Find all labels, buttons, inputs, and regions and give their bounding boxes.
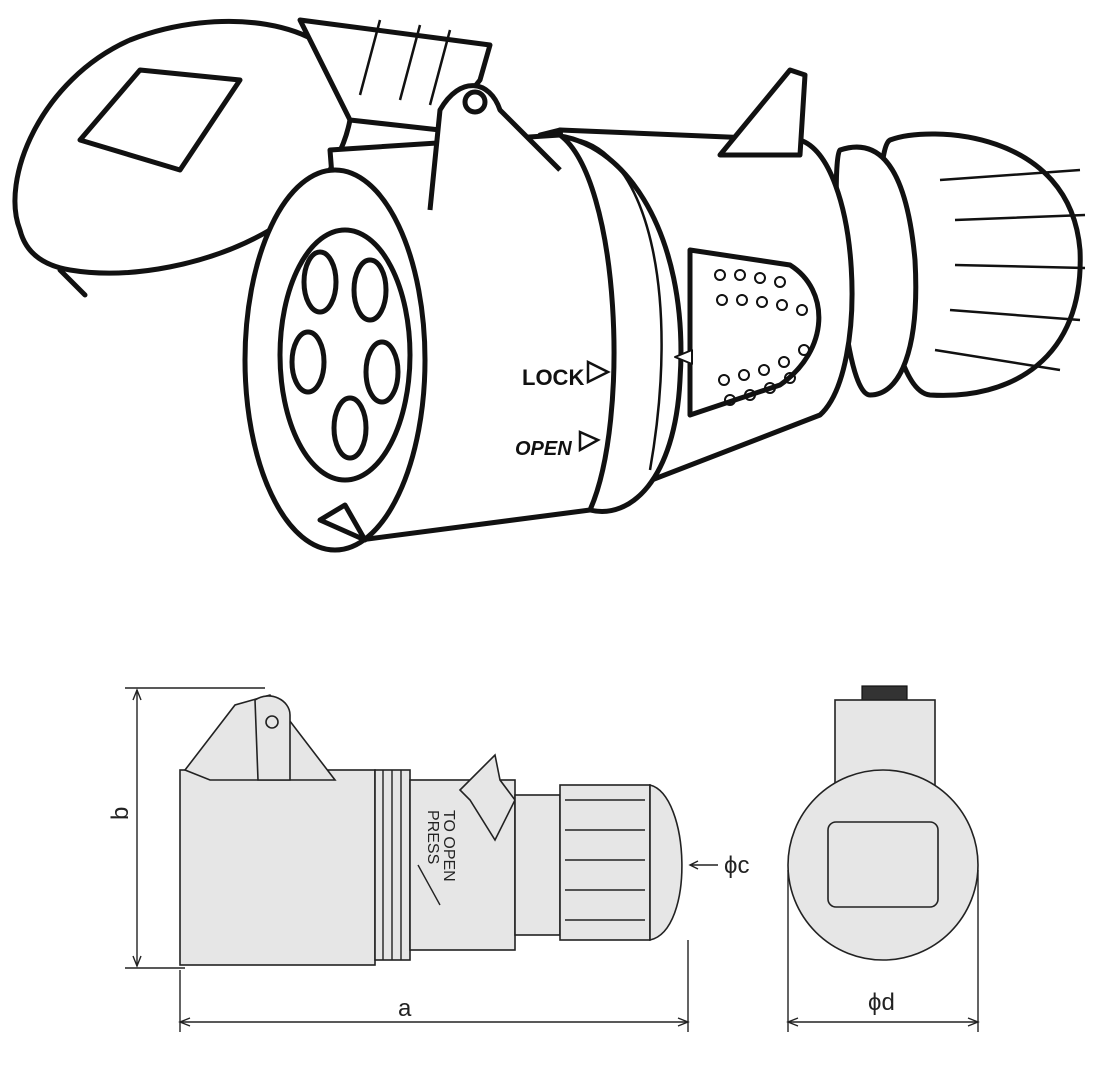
gland-nut-side [559, 784, 651, 941]
dimension-b: b [107, 807, 134, 820]
open-arrow-icon [578, 430, 601, 453]
dimension-c: ϕc [724, 852, 749, 879]
open-label: OPEN [515, 438, 572, 460]
dimension-d: ϕd [868, 989, 895, 1016]
dimension-a: a [398, 995, 412, 1022]
socket-pin-holes [289, 249, 401, 461]
isometric-view: LOCK OPEN [12, 17, 1086, 553]
side-view: PRESS TO OPEN [179, 694, 683, 966]
lid-hinge-arm [427, 83, 562, 211]
front-housing [179, 769, 376, 966]
lock-arrow-icon [674, 349, 693, 365]
press-to-open-label-2: TO OPEN [440, 810, 457, 882]
press-to-open-label-1: PRESS [424, 810, 441, 864]
grip-dots [714, 269, 810, 406]
lock-label: LOCK [522, 365, 584, 390]
front-view [787, 685, 979, 961]
lock-arrow-icon [586, 359, 611, 385]
latch-tab [717, 67, 808, 158]
socket-window [827, 821, 939, 908]
cable-gland-side [649, 783, 683, 942]
lid-window [77, 67, 243, 173]
release-lever [417, 864, 441, 906]
dimension-lines: b a ϕc ϕd [107, 687, 980, 1032]
